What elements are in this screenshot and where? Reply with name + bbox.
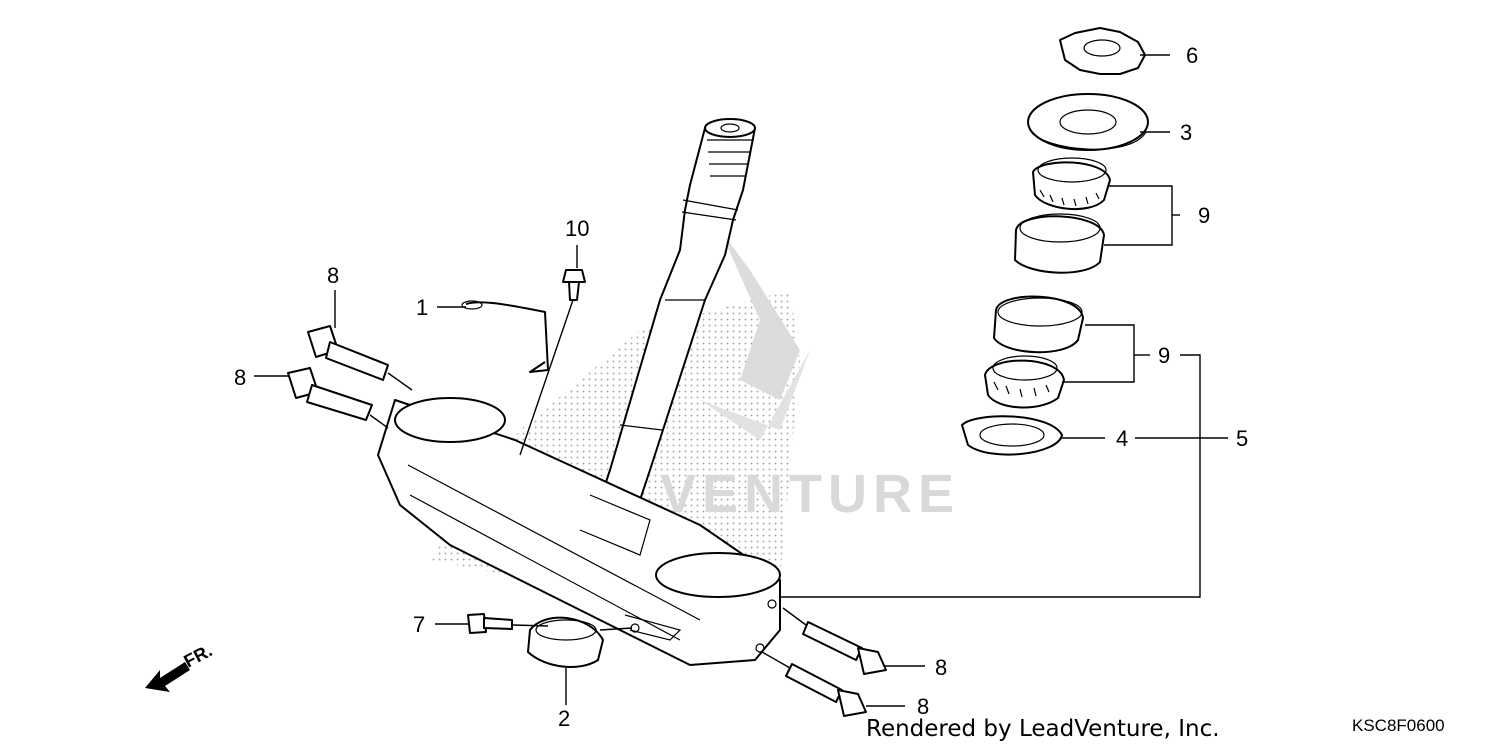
watermark-text: VENTURE (660, 464, 960, 524)
part-1-wire-clip (461, 300, 549, 373)
part-10-bolt (519, 269, 586, 456)
part-6-lock-nut (1059, 27, 1146, 75)
callout-5: 5 (1236, 426, 1248, 451)
part-3-dust-seal (1027, 93, 1149, 151)
callout-8-right: 8 (935, 655, 947, 680)
callout-6: 6 (1186, 43, 1198, 68)
stem-bracket (377, 397, 781, 666)
render-credit: Rendered by LeadVenture, Inc. (866, 716, 1220, 742)
part-9-lower-race (993, 295, 1084, 354)
callout-8-left: 8 (234, 365, 246, 390)
callout-labels: 6 3 9 9 4 5 10 1 8 8 7 2 8 8 (234, 43, 1248, 731)
diagram-code: KSC8F0600 (1352, 716, 1445, 735)
part-8-bolt-lower-right (761, 651, 867, 717)
part-9-lower-bearing (984, 355, 1065, 409)
part-8-bolt-upper-left (307, 325, 413, 391)
arrow-icon (145, 662, 190, 692)
part-7-bolt (467, 613, 513, 634)
callout-8-top-left: 8 (327, 263, 339, 288)
part-9-upper-bearing (1032, 157, 1111, 211)
part-9-upper-race (1014, 213, 1105, 274)
callout-10: 10 (565, 216, 589, 241)
part-8-bolt-lower-left (287, 367, 389, 429)
callout-2: 2 (558, 706, 570, 731)
part-2-clamp (512, 616, 633, 668)
front-direction-arrow: FR. (145, 640, 215, 692)
callout-7: 7 (413, 612, 425, 637)
callout-4: 4 (1116, 426, 1128, 451)
leader-lines (254, 54, 1228, 707)
part-8-bolt-upper-right (782, 607, 887, 675)
part-4-lower-seal (961, 415, 1063, 456)
callout-9-lower: 9 (1158, 343, 1170, 368)
callout-9-upper: 9 (1198, 203, 1210, 228)
callout-3: 3 (1180, 120, 1192, 145)
callout-1: 1 (416, 295, 428, 320)
callout-8-bottom-right: 8 (917, 694, 929, 719)
